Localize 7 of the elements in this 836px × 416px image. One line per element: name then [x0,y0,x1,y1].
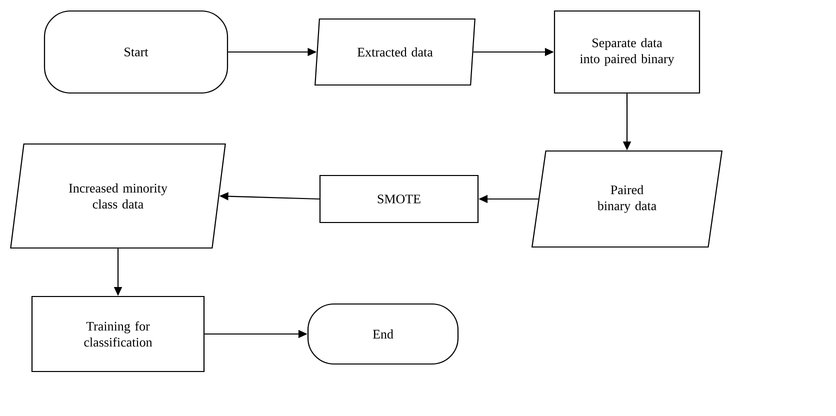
terminal-box: Start [44,10,228,94]
process-box: SMOTE [319,174,479,224]
process-box: Training for classification [31,296,205,372]
data-parallelogram: Extracted data [314,18,476,86]
data-parallelogram: Increased minority class data [10,143,226,249]
terminal-box: End [307,303,459,365]
process-box: Separate data into paired binary [554,10,700,94]
